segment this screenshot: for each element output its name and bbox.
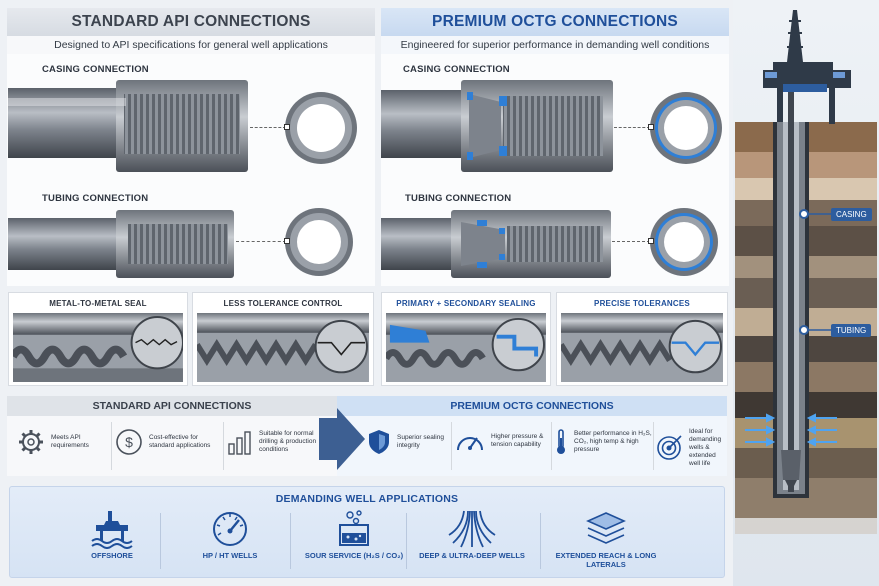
premium-tubing-label: TUBING CONNECTION	[405, 193, 512, 204]
detail-title-tolerance: LESS TOLERANCE CONTROL	[223, 299, 343, 308]
feature-separator	[223, 422, 224, 470]
standard-feature-conditions-text: Suitable for normal drilling & productio…	[259, 430, 317, 453]
application-sour-service: SOUR SERVICE (H₂S / CO₂)	[294, 509, 414, 560]
standard-casing-connection-illustration	[8, 80, 248, 172]
applications-title: DEMANDING WELL APPLICATIONS	[275, 493, 459, 505]
sour-service-icon	[339, 510, 369, 546]
premium-panel-subtitle: Engineered for superior performance in d…	[381, 36, 729, 54]
standard-casing-callout-line	[250, 127, 286, 128]
bar-chart-icon	[228, 431, 251, 455]
premium-tubing-callout-line	[612, 241, 650, 242]
standard-casing-ring-bore	[297, 104, 345, 152]
application-separator	[160, 513, 161, 569]
premium-casing-callout-marker	[648, 124, 654, 130]
feature-separator	[451, 422, 452, 470]
application-hp-ht: HP / HT WELLS	[170, 509, 290, 560]
comparison-standard-header: STANDARD API CONNECTIONS	[7, 396, 337, 416]
detail-card-tolerance: LESS TOLERANCE CONTROL	[192, 292, 374, 386]
premium-feature-demanding-text: Ideal for demanding wells & extended wel…	[689, 428, 722, 467]
premium-feature-pressure: Higher pressure & tension capability	[455, 428, 551, 454]
standard-panel-subtitle: Designed to API specifications for gener…	[7, 36, 375, 54]
application-hp-ht-label: HP / HT WELLS	[202, 551, 258, 560]
application-deep-wells-label: DEEP & ULTRA-DEEP WELLS	[419, 551, 525, 560]
application-extended-reach-label: EXTENDED REACH & LONG LATERALS	[555, 551, 657, 569]
thermometer-icon	[557, 429, 565, 454]
detail-title-precise-tolerances: PRECISE TOLERANCES	[594, 299, 690, 308]
comparison-strip: STANDARD API CONNECTIONS PREMIUM OCTG CO…	[7, 396, 727, 476]
premium-casing-callout-line	[614, 127, 650, 128]
tolerance-detail-illustration	[197, 313, 369, 383]
well-cross-section-illustration	[733, 0, 879, 586]
application-separator	[406, 513, 407, 569]
feature-separator	[653, 422, 654, 470]
comparison-standard-body	[7, 416, 337, 476]
sealing-detail-illustration	[386, 313, 546, 383]
svg-text:$: $	[125, 434, 133, 450]
standard-casing-callout-marker	[284, 124, 290, 130]
shield-icon	[369, 430, 389, 454]
well-tubing-tag: TUBING	[831, 324, 872, 337]
detail-title-metal-seal: METAL-TO-METAL SEAL	[49, 299, 147, 308]
pressure-gauge-icon	[213, 512, 247, 546]
detail-card-precise-tolerances: PRECISE TOLERANCES	[556, 292, 728, 386]
application-offshore-label: OFFSHORE	[91, 551, 133, 560]
precise-tolerances-detail-illustration	[561, 313, 723, 383]
demanding-well-applications: DEMANDING WELL APPLICATIONS OFFSHORE HP …	[9, 486, 725, 578]
application-separator	[290, 513, 291, 569]
comparison-premium-header: PREMIUM OCTG CONNECTIONS	[337, 396, 727, 416]
application-extended-reach: EXTENDED REACH & LONG LATERALS	[546, 509, 666, 569]
application-deep-wells: DEEP & ULTRA-DEEP WELLS	[412, 509, 532, 560]
standard-feature-api-text: Meets API requirements	[51, 434, 89, 449]
gauge-icon	[457, 437, 483, 451]
premium-panel-title: PREMIUM OCTG CONNECTIONS	[381, 8, 729, 36]
application-offshore: OFFSHORE	[52, 509, 172, 560]
standard-casing-label: CASING CONNECTION	[42, 64, 149, 75]
detail-title-sealing: PRIMARY + SECONDARY SEALING	[396, 299, 536, 308]
feature-separator	[551, 422, 552, 470]
standard-feature-api: Meets API requirements	[17, 428, 113, 456]
premium-feature-sealing: Superior sealing integrity	[367, 428, 451, 456]
layers-icon	[586, 512, 626, 544]
premium-feature-pressure-text: Higher pressure & tension capability	[491, 433, 544, 448]
premium-feature-sealing-text: Superior sealing integrity	[397, 434, 444, 449]
detail-card-metal-seal: METAL-TO-METAL SEAL	[8, 292, 188, 386]
premium-tubing-callout-marker	[648, 238, 654, 244]
comparison-arrow-icon	[319, 408, 365, 470]
standard-tubing-callout-marker	[284, 238, 290, 244]
standard-feature-conditions: Suitable for normal drilling & productio…	[227, 428, 331, 456]
metal-seal-detail-illustration	[13, 313, 183, 383]
deep-wells-icon	[448, 510, 496, 548]
premium-casing-ring-bore	[664, 106, 708, 150]
offshore-rig-icon	[91, 511, 133, 549]
premium-tubing-ring-bore	[664, 222, 704, 262]
detail-card-primary-secondary-sealing: PRIMARY + SECONDARY SEALING	[381, 292, 551, 386]
premium-feature-performance-text: Better performance in H₂S, CO₂, high tem…	[574, 430, 652, 453]
standard-tubing-ring-bore	[297, 220, 341, 264]
gear-icon	[19, 430, 43, 454]
standard-feature-cost-text: Cost-effective for standard applications	[149, 434, 211, 449]
well-casing-tag: CASING	[831, 208, 872, 221]
premium-feature-performance: Better performance in H₂S, CO₂, high tem…	[554, 428, 654, 456]
application-sour-service-label: SOUR SERVICE (H₂S / CO₂)	[304, 551, 404, 560]
feature-separator	[111, 422, 112, 470]
dollar-icon: $	[116, 429, 142, 455]
standard-panel-title: STANDARD API CONNECTIONS	[7, 8, 375, 36]
premium-feature-demanding: Ideal for demanding wells & extended wel…	[655, 428, 725, 468]
standard-tubing-connection-illustration	[8, 210, 234, 278]
premium-casing-connection-illustration	[381, 80, 613, 172]
target-icon	[657, 435, 682, 460]
standard-feature-cost: $ Cost-effective for standard applicatio…	[115, 428, 223, 456]
application-separator	[540, 513, 541, 569]
premium-casing-label: CASING CONNECTION	[403, 64, 510, 75]
standard-tubing-label: TUBING CONNECTION	[42, 193, 149, 204]
premium-tubing-connection-illustration	[381, 210, 611, 278]
standard-tubing-callout-line	[236, 241, 286, 242]
